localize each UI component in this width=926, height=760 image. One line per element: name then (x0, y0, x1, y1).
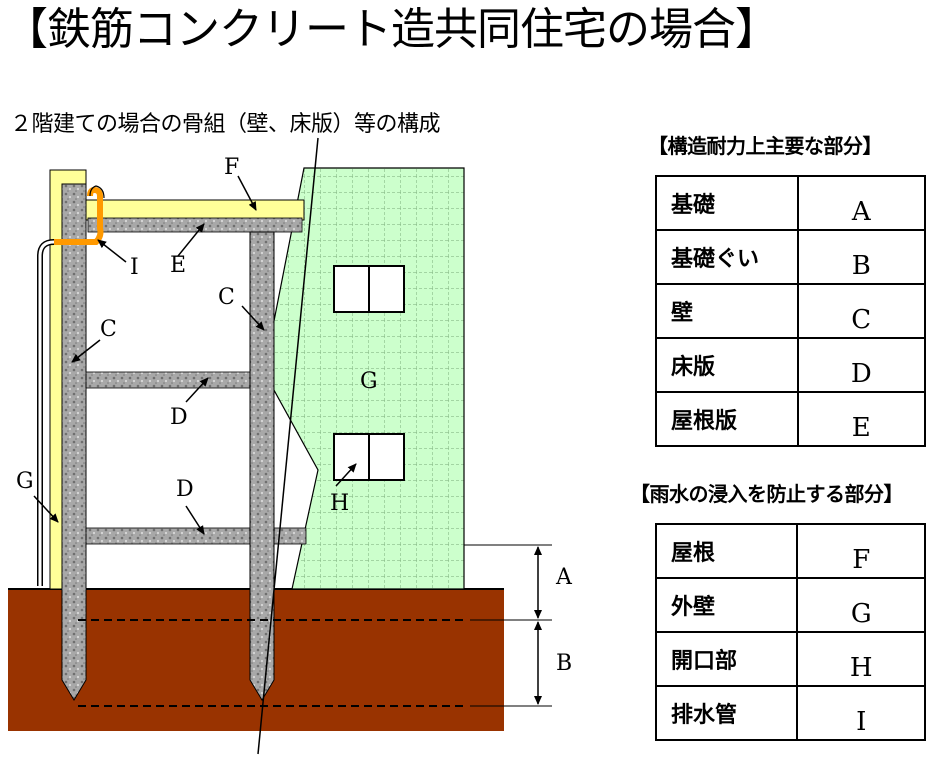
right-column (249, 231, 275, 701)
label-c-left: C (100, 317, 117, 342)
part-code: E (796, 391, 926, 447)
part-code: D (796, 337, 926, 393)
roof-slab (87, 217, 303, 233)
part-name: 開口部 (654, 631, 799, 687)
rain-parts-table: 屋根 F 外壁 G 開口部 H 排水管 I (654, 523, 926, 741)
section-break-line (257, 137, 319, 755)
part-code: C (796, 283, 926, 339)
part-code: G (796, 577, 926, 633)
table-row: 開口部 H (654, 631, 926, 687)
page-title: 【鉄筋コンクリート造共同住宅の場合】 (4, 4, 779, 55)
label-c-right: C (218, 285, 235, 310)
label-d-lower: D (176, 477, 194, 502)
window-lower (333, 433, 405, 481)
part-code: B (796, 229, 926, 285)
part-name: 外壁 (654, 577, 799, 633)
label-g-left: G (16, 469, 34, 494)
structural-parts-table: 基礎 A 基礎ぐい B 壁 C 床版 D 屋根版 E (655, 175, 926, 447)
left-column (61, 183, 87, 701)
part-code: H (796, 631, 926, 687)
rain-table-heading: 【雨水の浸入を防止する部分】 (630, 482, 904, 506)
part-name: 屋根 (654, 523, 799, 579)
part-code: I (796, 685, 926, 741)
label-a: A (555, 565, 573, 590)
label-i: I (130, 255, 139, 280)
part-name: 排水管 (654, 685, 799, 741)
part-name: 屋根版 (655, 391, 799, 447)
part-name: 基礎ぐい (655, 229, 799, 285)
table-row: 壁 C (655, 283, 926, 339)
label-b: B (556, 651, 572, 676)
part-code: F (796, 523, 926, 579)
table-row: 屋根 F (654, 523, 926, 579)
part-name: 壁 (655, 283, 799, 339)
table-row: 基礎 A (655, 175, 926, 231)
table-row: 基礎ぐい B (655, 229, 926, 285)
label-h: H (330, 491, 349, 516)
label-f: F (224, 155, 239, 180)
part-name: 床版 (655, 337, 799, 393)
part-name: 基礎 (655, 175, 799, 231)
table-row: 屋根版 E (655, 391, 926, 447)
label-g-wall: G (360, 369, 378, 394)
structural-table-heading: 【構造耐力上主要な部分】 (648, 134, 883, 158)
label-e: E (170, 253, 186, 278)
roof-waterproof (49, 199, 305, 221)
part-code: A (796, 175, 926, 231)
drain-pipe (37, 185, 105, 586)
floor-slab-upper (85, 371, 251, 389)
window-upper (333, 265, 405, 313)
diagram-subtitle: ２階建ての場合の骨組（壁、床版）等の構成 (10, 112, 441, 137)
label-d-upper: D (170, 405, 188, 430)
table-row: 外壁 G (654, 577, 926, 633)
table-row: 排水管 I (654, 685, 926, 741)
table-row: 床版 D (655, 337, 926, 393)
